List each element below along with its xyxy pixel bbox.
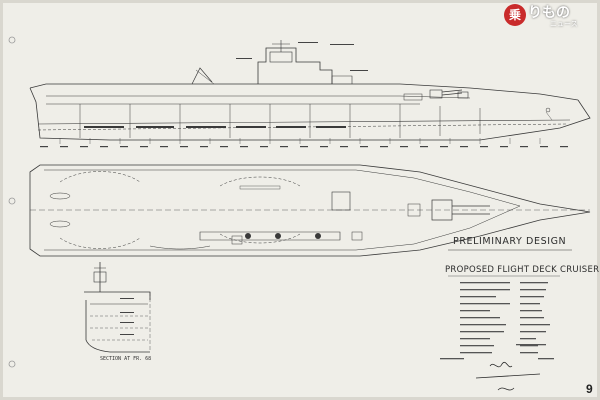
binder-holes bbox=[8, 36, 16, 368]
annotations bbox=[440, 344, 554, 360]
watermark-badge: 乗 bbox=[504, 4, 526, 26]
deck-plan bbox=[29, 164, 591, 257]
page-number: 9 bbox=[586, 382, 593, 396]
drawing-subtitle: PROPOSED FLIGHT DECK CRUISER bbox=[445, 265, 600, 275]
frame-number-row bbox=[40, 146, 568, 148]
watermark-logo: 乗 りもの ニュース bbox=[504, 2, 596, 30]
drawing-title: PRELIMINARY DESIGN bbox=[453, 236, 567, 247]
particulars-list bbox=[460, 282, 550, 354]
midship-section bbox=[84, 262, 151, 353]
handwritten-note bbox=[475, 361, 541, 391]
side-elevation bbox=[29, 40, 591, 144]
section-label: SECTION AT FR. 68 bbox=[100, 356, 152, 362]
watermark-brand: りもの bbox=[528, 5, 570, 21]
watermark-subtitle: ニュース bbox=[550, 20, 578, 28]
title-block bbox=[448, 249, 572, 277]
